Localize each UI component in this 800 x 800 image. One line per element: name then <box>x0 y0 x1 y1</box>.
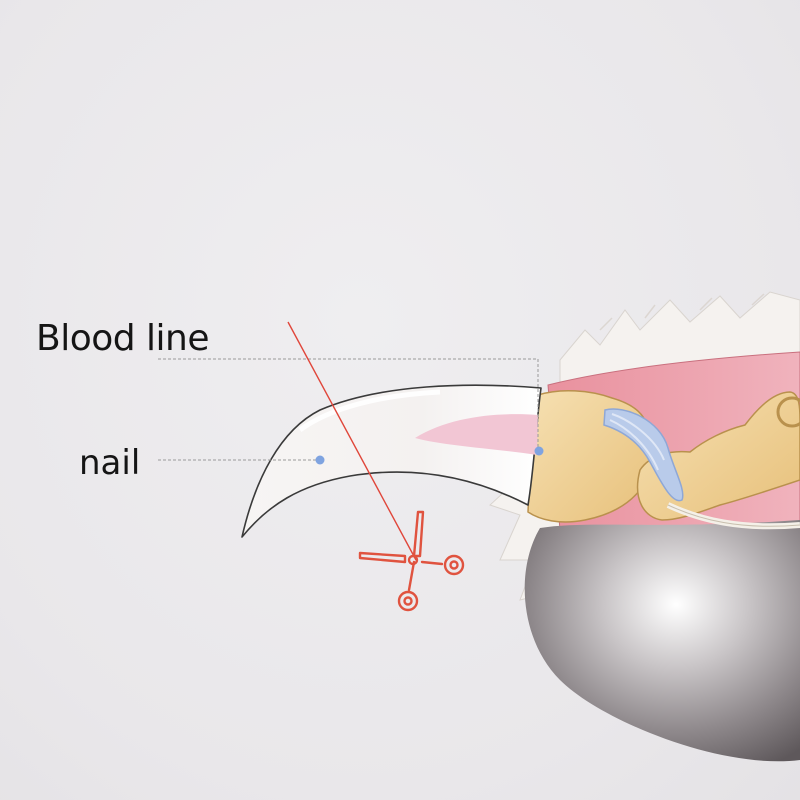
blood-line-label: Blood line <box>36 318 210 359</box>
blood-line-marker-dot <box>534 446 544 456</box>
tendon <box>603 408 684 502</box>
scissors-icon <box>358 510 465 612</box>
quick <box>415 414 538 455</box>
nail-marker-dot <box>315 455 325 465</box>
nail-label: nail <box>79 443 141 483</box>
toe-pad <box>524 520 800 762</box>
leader-lines <box>158 358 539 461</box>
cut-line <box>287 321 417 561</box>
